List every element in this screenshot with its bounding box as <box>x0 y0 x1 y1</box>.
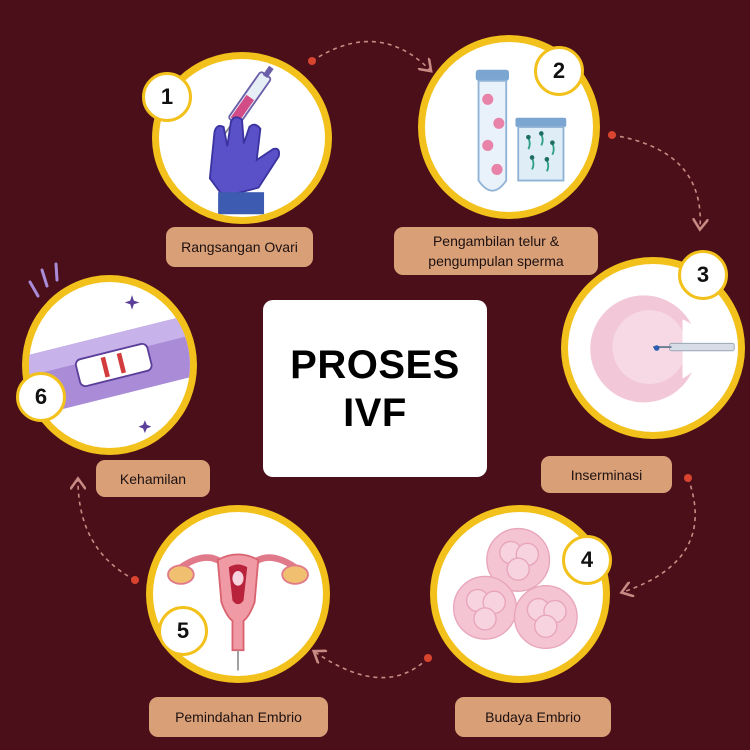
test-tubes-icon <box>475 69 567 192</box>
step-6-circle <box>22 275 197 455</box>
step-6-number: 6 <box>16 372 66 422</box>
arrow-3-to-4 <box>623 477 696 592</box>
syringe-glove-icon <box>208 65 281 215</box>
step-2-label: Pengambilan telur & pengumpulan sperma <box>394 227 598 275</box>
step-3-label: Inserminasi <box>541 456 672 493</box>
arrow-dot-3 <box>684 474 692 482</box>
uterus-icon <box>167 553 309 671</box>
arrow-4-to-5 <box>315 652 429 679</box>
step-6-label: Kehamilan <box>96 460 210 497</box>
step-1-number: 1 <box>142 72 192 122</box>
step-4-number: 4 <box>562 535 612 585</box>
step-5-circle <box>146 505 330 683</box>
pregnancy-test-icon <box>29 295 190 434</box>
egg-injection-icon <box>590 295 735 403</box>
arrow-dot-5 <box>131 576 139 584</box>
title-box: PROSES IVF <box>263 300 487 477</box>
step-3-number: 3 <box>678 250 728 300</box>
arrow-2-to-3 <box>611 134 700 228</box>
step-5-number: 5 <box>158 606 208 656</box>
embryo-cells-icon <box>452 527 578 650</box>
arrow-dot-4 <box>424 654 432 662</box>
step-3-circle <box>561 257 745 439</box>
step-1-label: Rangsangan Ovari <box>166 227 313 267</box>
step-4-label: Budaya Embrio <box>455 697 611 737</box>
step-5-label: Pemindahan Embrio <box>149 697 328 737</box>
title-line-2: IVF <box>343 390 407 435</box>
title-line-1: PROSES <box>290 342 460 387</box>
arrow-1-to-2 <box>311 40 430 70</box>
arrow-dot-2 <box>608 131 616 139</box>
step-2-number: 2 <box>534 46 584 96</box>
step-4-circle <box>430 505 610 683</box>
